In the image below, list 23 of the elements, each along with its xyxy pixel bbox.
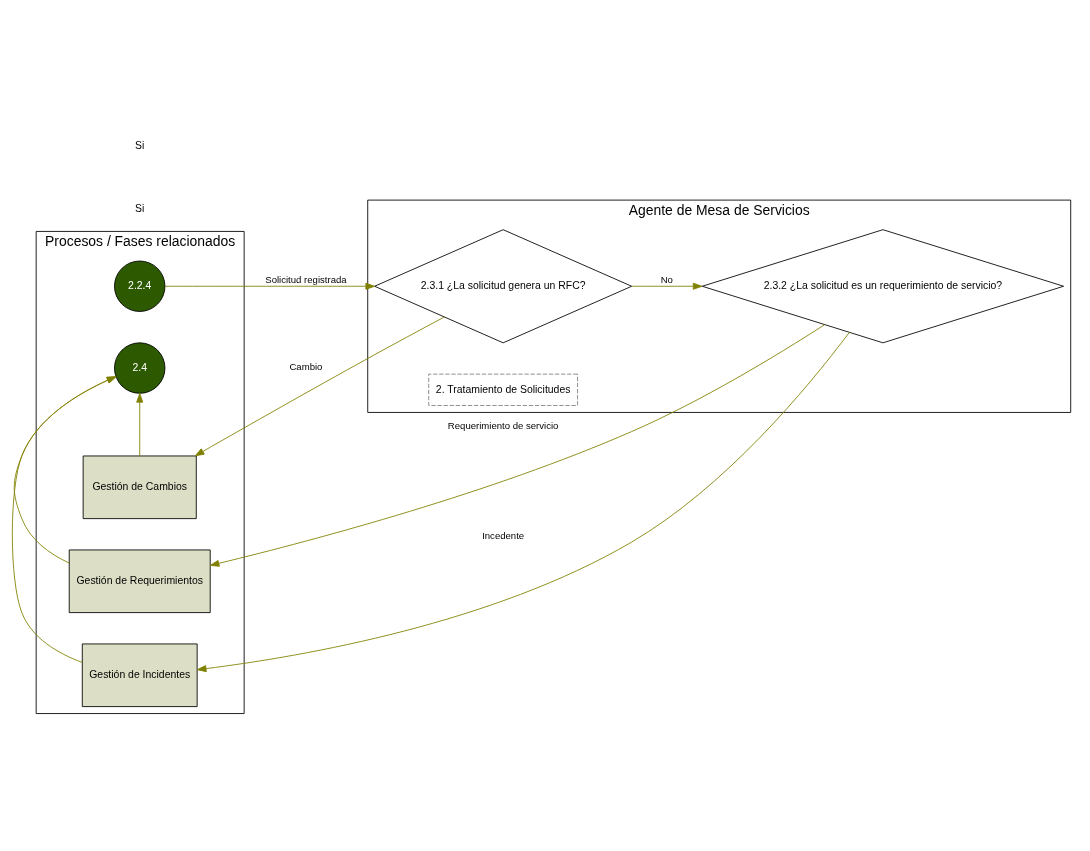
- edge-label: Incedente: [482, 530, 525, 542]
- node-box: Gestión de Incidentes: [81, 643, 198, 708]
- arrow: [194, 316, 445, 457]
- node-diamond: 2.3.2 ¿La solicitud es un requerimiento de servicio?: [701, 229, 1064, 344]
- node-box: Gestión de Cambios: [82, 455, 197, 520]
- edge-label: No: [660, 274, 673, 286]
- arrow: [631, 282, 703, 290]
- arrow: [11, 376, 117, 663]
- node-diamond: 2.3.1 ¿La solicitud genera un RFC?: [374, 229, 633, 344]
- arrow: [209, 324, 826, 567]
- edge-label: Cambio: [289, 360, 323, 372]
- arrow: [13, 376, 117, 564]
- label: Si: [135, 139, 145, 151]
- arrow: [196, 331, 850, 673]
- edge-label: Requerimiento de servicio: [447, 419, 559, 431]
- label: Si: [135, 202, 145, 214]
- edge-label: Solicitud registrada: [265, 274, 347, 286]
- node-circle: 2.2.4: [114, 260, 166, 312]
- arrow: [136, 393, 144, 457]
- node-circle: 2.4: [114, 342, 166, 394]
- arrow: [164, 282, 376, 290]
- node-box: 2. Tratamiento de Solicitudes: [428, 373, 578, 406]
- node-box: Gestión de Requerimientos: [68, 549, 211, 614]
